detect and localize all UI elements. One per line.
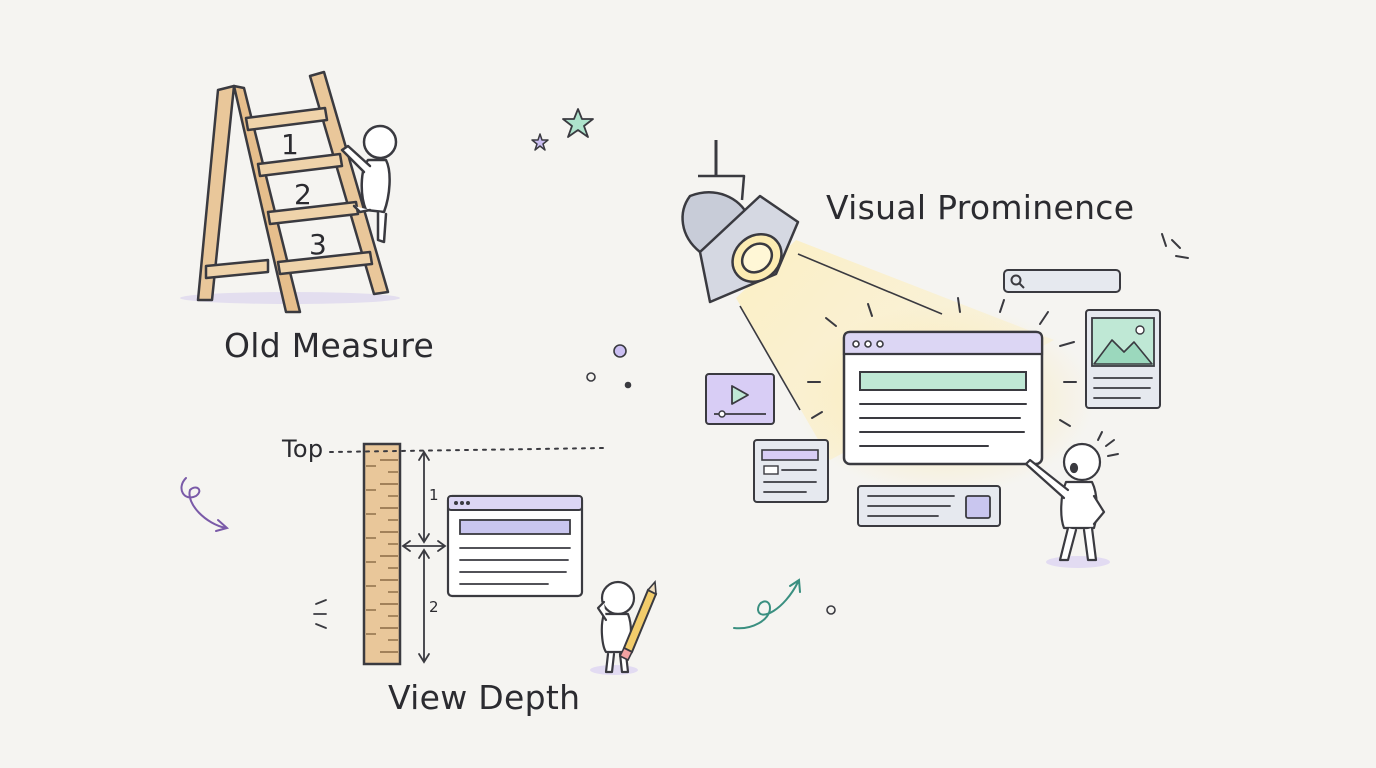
image-icon: [1093, 325, 1153, 365]
search-bar-card: [1003, 269, 1121, 293]
top-label: Top: [282, 435, 324, 463]
pencil-icon: [618, 580, 658, 662]
play-icon: [731, 385, 749, 405]
ladder-rung-label: 1: [281, 128, 300, 161]
top-line: [329, 447, 605, 453]
browser-window-main: [842, 330, 1044, 466]
pointing-figure: [1024, 442, 1110, 568]
thinker-figure: [590, 580, 638, 675]
list-card: [857, 485, 1001, 527]
surprise-strokes: [1097, 431, 1119, 457]
visual-prominence-title: Visual Prominence: [826, 188, 1135, 227]
swirl-arrow-right: [733, 578, 801, 630]
swirl-arrow-left: [180, 477, 230, 532]
beam-edges: [739, 253, 943, 411]
view-depth-title: View Depth: [388, 678, 581, 717]
shine-strokes: [807, 233, 1189, 427]
video-card: [705, 373, 775, 425]
star-icon: [531, 108, 594, 151]
depth-arrows: [401, 450, 447, 664]
ladder-rung-label: 2: [294, 178, 313, 211]
decor-dots: [586, 344, 836, 615]
climber-figure: [340, 124, 398, 244]
depth-segment-label: 2: [429, 598, 439, 616]
ladder-icon: [180, 70, 400, 314]
old-measure-title: Old Measure: [224, 326, 435, 365]
ladder-rung-label: 3: [309, 228, 328, 261]
spotlight-icon: [681, 140, 800, 304]
browser-window-small: [446, 494, 584, 598]
depth-segment-label: 1: [429, 486, 439, 504]
image-card: [1085, 309, 1161, 409]
form-card: [753, 439, 829, 503]
ruler-icon: [362, 442, 402, 666]
search-icon: [1010, 274, 1025, 289]
tick-marks-left: [313, 599, 327, 629]
